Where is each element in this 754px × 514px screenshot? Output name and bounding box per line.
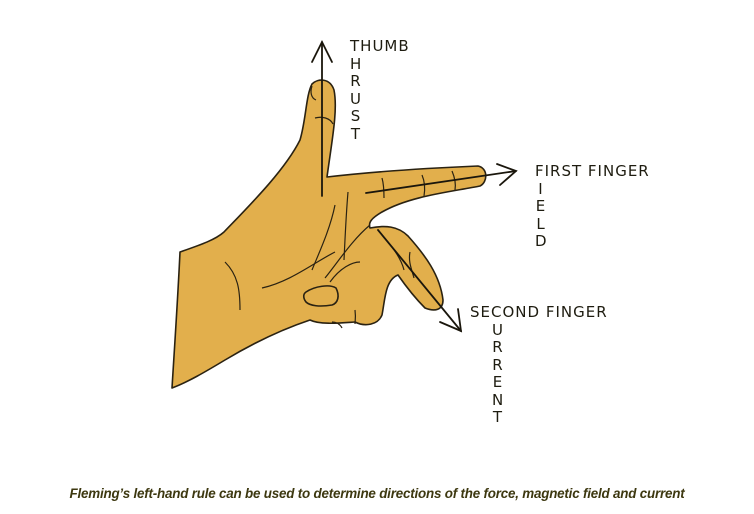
hand-illustration — [171, 39, 518, 389]
current-arrow — [377, 229, 462, 332]
first-finger-label: FIRST FINGER — [535, 162, 650, 180]
current-arrowhead — [439, 308, 463, 333]
thumb-label: THUMB — [350, 37, 410, 55]
field-arrow — [365, 170, 517, 194]
current-label: CURRENT — [492, 320, 504, 426]
hand-shape — [171, 79, 487, 389]
second-finger-label: SECOND FINGER — [470, 303, 608, 321]
caption: Fleming’s left-hand rule can be used to … — [69, 486, 685, 501]
thumbnail — [302, 285, 339, 307]
field-label: FIELD — [535, 179, 547, 250]
field-arrowhead — [496, 163, 518, 186]
thrust-arrowhead — [311, 39, 333, 63]
thrust-label: THRUST — [350, 54, 362, 143]
